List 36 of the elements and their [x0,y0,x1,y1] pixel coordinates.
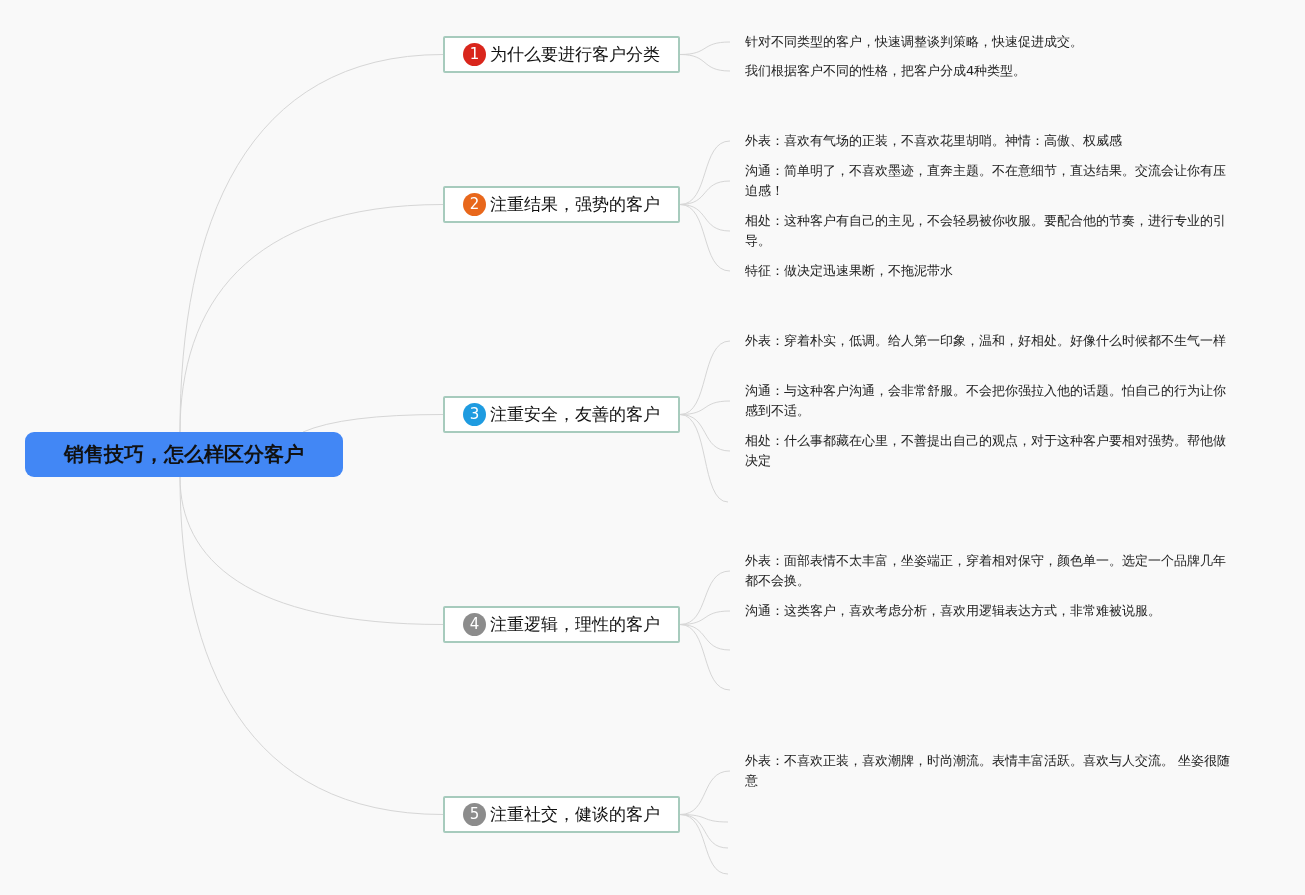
number-badge: 1 [463,43,486,66]
branch-text: 特征：做决定迅速果断，不拖泥带水 [730,261,1238,281]
branch-text: 外表：穿着朴实，低调。给人第一印象，温和，好相处。好像什么时候都不生气一样 [730,331,1238,351]
number-badge: 4 [463,613,486,636]
connector-line [679,414,729,503]
topic-label: 为什么要进行客户分类 [490,43,660,66]
connector-line [679,340,731,415]
topic-label: 注重结果，强势的客户 [490,193,660,216]
number-badge: 3 [463,403,486,426]
branch-text: 我们根据客户不同的性格，把客户分成4种类型。 [730,61,1238,81]
connector-line [679,624,731,691]
number-badge: 5 [463,803,486,826]
root-box: 销售技巧，怎么样区分客户 [25,432,343,477]
topic-label: 注重社交，健谈的客户 [490,803,660,826]
topic-label: 注重安全，友善的客户 [490,403,660,426]
branch-text: 相处：什么事都藏在心里，不善提出自己的观点，对于这种客户要相对强势。帮他做决定 [730,431,1238,471]
branch-text: 沟通：简单明了，不喜欢墨迹，直奔主题。不在意细节，直达结果。交流会让你有压迫感！ [730,161,1238,201]
connector-line [179,476,444,815]
branch-text: 针对不同类型的客户，快速调整谈判策略，快速促进成交。 [730,32,1238,52]
number-badge: 2 [463,193,486,216]
topic-box [443,796,680,833]
topic-box [443,186,680,223]
connector-line [179,204,444,433]
branch-text: 外表：不喜欢正装，喜欢潮牌，时尚潮流。表情丰富活跃。喜欢与人交流。 坐姿很随意 [730,751,1238,791]
topic-box [443,396,680,433]
topic-label: 注重逻辑，理性的客户 [490,613,660,636]
connector-line [302,414,444,433]
connector-line [679,204,731,272]
topic-box [443,36,680,73]
branch-text: 外表：喜欢有气场的正装，不喜欢花里胡哨。神情：高傲、权威感 [730,131,1238,151]
branch-text: 沟通：这类客户，喜欢考虑分析，喜欢用逻辑表达方式，非常难被说服。 [730,601,1238,621]
connector-line [679,814,729,875]
branch-text: 外表：面部表情不太丰富，坐姿端正，穿着相对保守，颜色单一。选定一个品牌几年都不会换。 [730,551,1238,591]
topic-box [443,606,680,643]
branch-text: 沟通：与这种客户沟通，会非常舒服。不会把你强拉入他的话题。怕自己的行为让你感到不适。 [730,381,1238,421]
branch-text: 相处：这种客户有自己的主见，不会轻易被你收服。要配合他的节奏，进行专业的引导。 [730,211,1238,251]
